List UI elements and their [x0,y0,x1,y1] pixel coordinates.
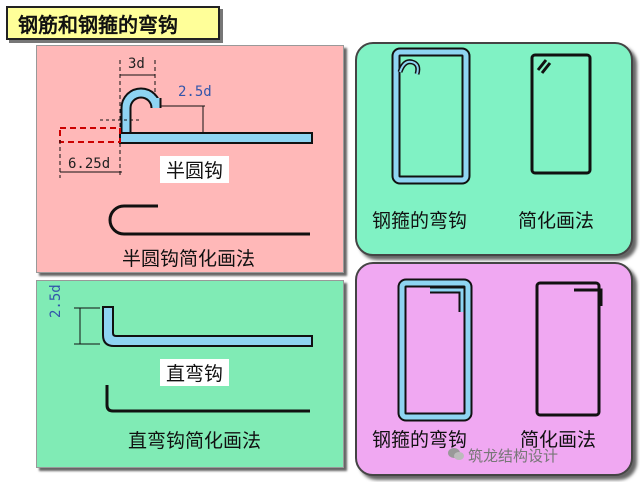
stirrup-bottom-rebar [397,278,473,422]
straight-hook-label: 直弯钩 [160,359,230,386]
straight-hook-simplified-label: 直弯钩简化画法 [128,430,262,452]
half-round-hook-dashed-extension [59,127,121,143]
page-title: 钢筋和钢箍的弯钩 [6,6,220,40]
stirrup-top-rebar [391,47,471,185]
stirrup-bottom-simplified [535,281,603,417]
stirrup-top-simplified-label: 简化画法 [518,210,595,232]
dim-3d-label: 3d [128,56,145,72]
watermark-text: 筑龙结构设计 [468,447,559,465]
half-round-hook-dimension-lines [59,60,210,178]
straight-hook-rebar [102,306,313,347]
straight-hook-simplified [105,385,310,413]
half-round-hook-simplified-label: 半圆钩简化画法 [122,248,256,270]
stirrup-top-label: 钢箍的弯钩 [372,210,468,232]
straight-hook-dimension-lines [74,307,100,345]
dim-2-5d-label: 2.5d [178,84,212,100]
stirrup-bottom-label: 钢箍的弯钩 [372,429,468,451]
straight-dim-2-5d-label: 2.5d [48,284,64,318]
half-round-hook-label: 半圆钩 [160,156,230,183]
stirrup-bottom-simplified-label: 简化画法 [520,429,597,451]
wechat-icon [448,448,464,460]
half-round-hook-rebar [119,87,313,144]
half-round-hook-simplified [108,204,310,236]
stirrup-top-simplified [530,53,592,175]
stirrup-hook-panel-top [355,42,633,256]
dim-6-25d-label: 6.25d [68,156,111,172]
